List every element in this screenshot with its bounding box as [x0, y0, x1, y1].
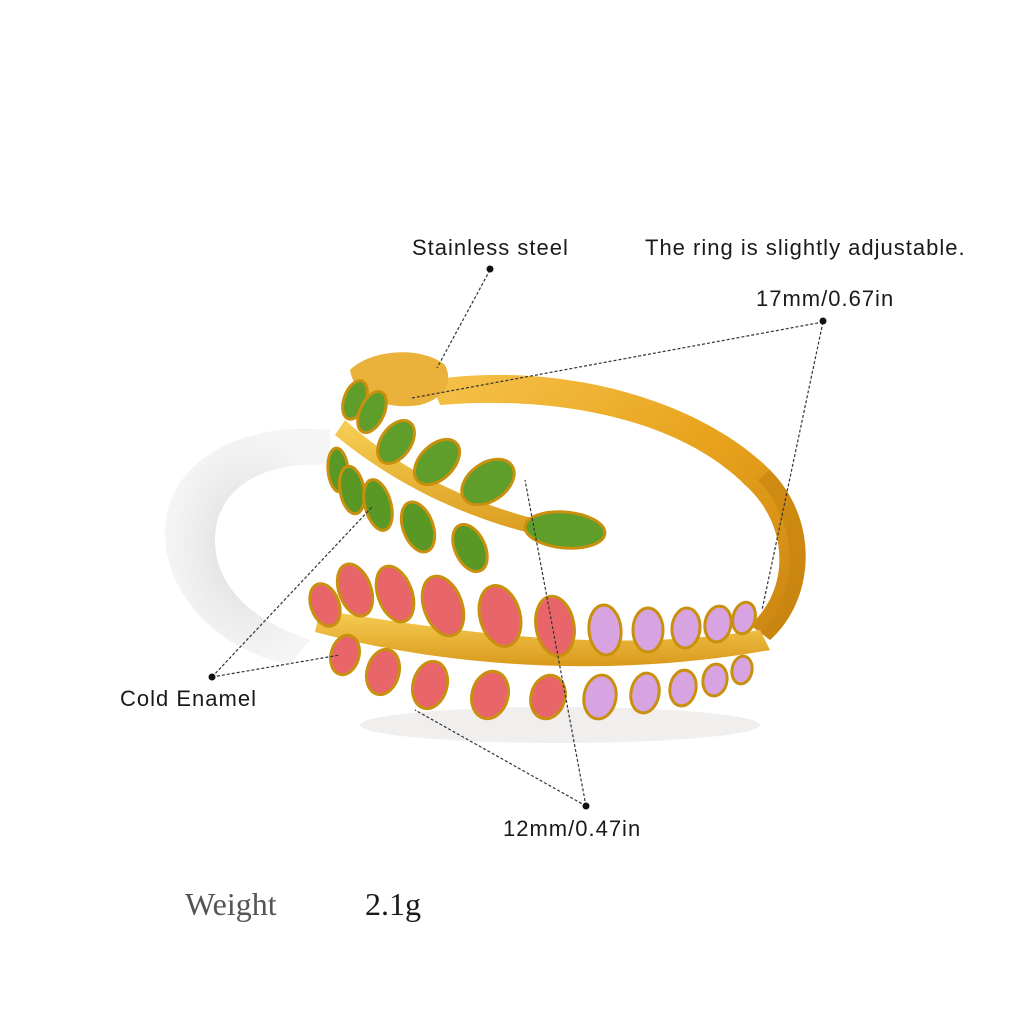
leader-lines — [211, 269, 824, 807]
dot-width — [582, 802, 590, 810]
ring-band — [430, 374, 806, 640]
weight-value: 2.1g — [365, 886, 421, 922]
coral-lilac-leaf-branch — [308, 562, 770, 721]
leader-dots — [208, 265, 827, 810]
dot-diameter — [819, 317, 827, 325]
leader-diameter-side — [761, 321, 824, 611]
leader-enamel-coral — [211, 654, 341, 678]
leader-enamel-green — [211, 506, 373, 678]
leader-stainless-steel — [436, 269, 491, 369]
leader-width-right — [524, 479, 587, 807]
weight-label: Weight — [185, 886, 277, 922]
material-label: Stainless steel — [412, 235, 569, 260]
adjustable-note: The ring is slightly adjustable. — [645, 235, 966, 260]
green-leaf-branch — [326, 352, 607, 574]
width-label: 12mm/0.47in — [503, 816, 642, 841]
inner-diameter-label: 17mm/0.67in — [756, 286, 895, 311]
dot-stainless-steel — [486, 265, 494, 273]
leader-diameter-band — [411, 321, 824, 399]
dot-enamel — [208, 673, 216, 681]
ring-shadow — [164, 428, 760, 743]
enamel-label: Cold Enamel — [120, 686, 257, 711]
leader-width-left — [414, 709, 587, 807]
